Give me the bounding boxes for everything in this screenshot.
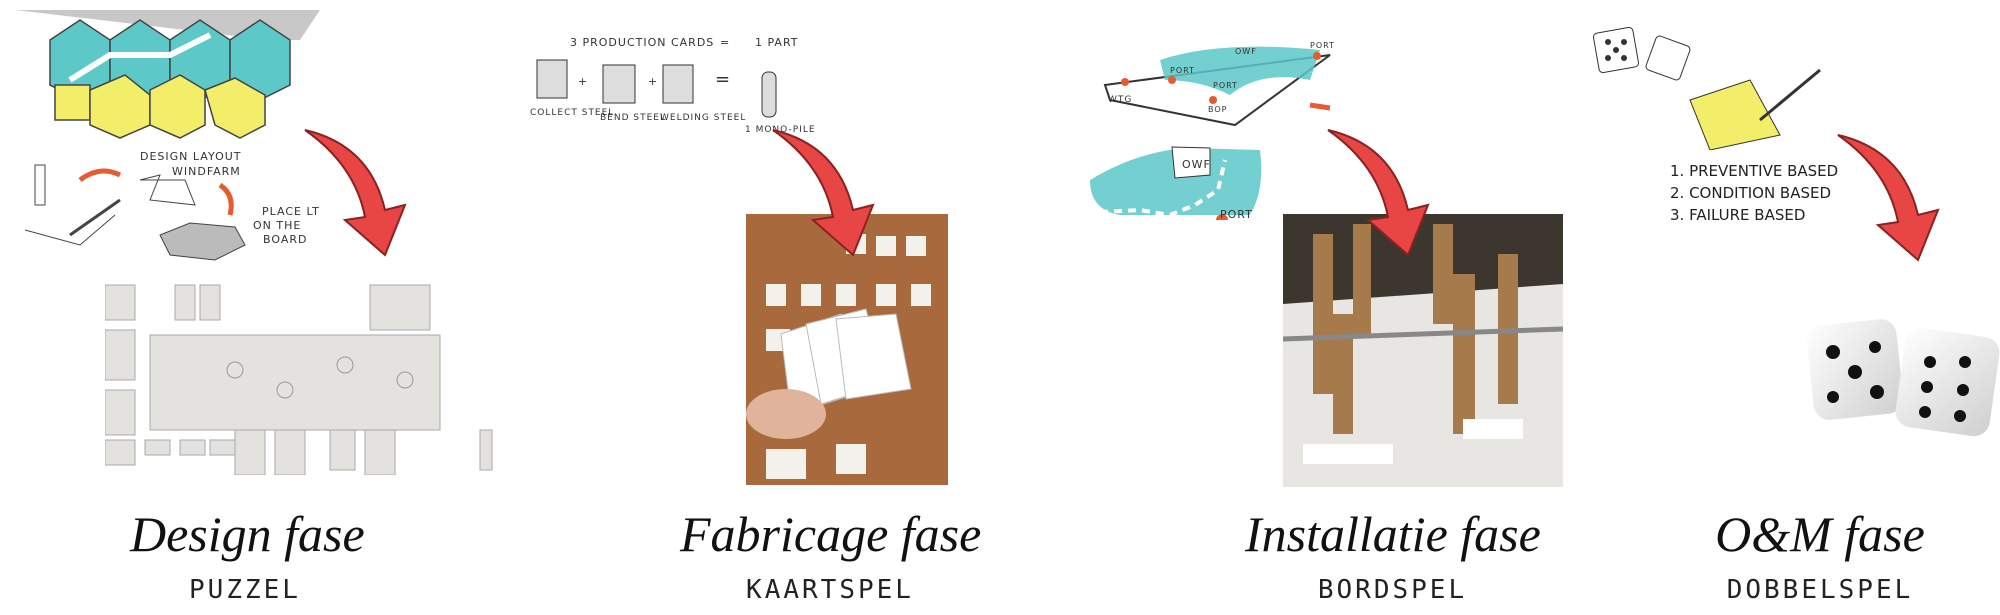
red-arrow-icon bbox=[1327, 129, 1430, 257]
list-item: 3. FAILURE BASED bbox=[1670, 206, 1806, 224]
phase-subtitle-design: PUZZEL bbox=[189, 575, 301, 605]
red-arrow-icon bbox=[304, 129, 407, 257]
phase-title-om: O&M fase bbox=[1715, 506, 1925, 562]
list-item: 2. CONDITION BASED bbox=[1670, 184, 1832, 202]
red-arrow-icon bbox=[1837, 134, 1940, 262]
phase-title-design: Design fase bbox=[130, 506, 365, 562]
maintenance-strategies-list: 1. PREVENTIVE BASED 2. CONDITION BASED 3… bbox=[1670, 160, 1838, 226]
puzzle-pieces-photo bbox=[105, 284, 493, 475]
sketch-label: BEND STEEL bbox=[600, 113, 666, 123]
hexagon-puzzle-sketch bbox=[15, 10, 320, 139]
dice-photo bbox=[1806, 319, 2000, 437]
sketch-label: PLACE LT bbox=[262, 205, 320, 218]
phase-subtitle-installatie: BORDSPEL bbox=[1317, 575, 1468, 605]
sketch-label: 1 PART bbox=[755, 36, 799, 49]
sketch-label: 1 MONO-PILE bbox=[745, 125, 816, 135]
svg-text:+: + bbox=[578, 75, 588, 88]
sketch-label: OWF bbox=[1235, 47, 1257, 56]
sketch-label: OWF bbox=[1182, 158, 1211, 171]
red-arrow-icon bbox=[772, 129, 875, 257]
sketch-label: PORT bbox=[1170, 66, 1195, 75]
sketch-label: PORT bbox=[1213, 81, 1238, 90]
sketch-label: = bbox=[720, 36, 730, 49]
sketch-label: COLLECT STEEL bbox=[530, 108, 614, 118]
sketch-label: DESIGN LAYOUT bbox=[140, 150, 242, 163]
sketch-label: PORT bbox=[1220, 208, 1253, 220]
list-item: 1. PREVENTIVE BASED bbox=[1670, 162, 1839, 180]
svg-text:=: = bbox=[715, 69, 731, 90]
card-game-photo bbox=[746, 214, 948, 485]
svg-text:+: + bbox=[648, 75, 658, 88]
sketch-label: BOARD bbox=[263, 233, 308, 246]
sketch-label: WELDING STEEL bbox=[660, 113, 746, 123]
phase-subtitle-om: DOBBELSPEL bbox=[1726, 575, 1914, 605]
sketch-label: 3 PRODUCTION CARDS bbox=[570, 36, 714, 49]
map-board-sketch: PORT PORT PORT OWF WTG BOP OWF PORT bbox=[1090, 41, 1335, 220]
board-game-photo bbox=[1283, 214, 1563, 487]
design-process-sketch bbox=[24, 164, 246, 261]
sketch-label: BOP bbox=[1208, 105, 1227, 114]
phase-title-fabricage: Fabricage fase bbox=[680, 506, 982, 562]
sketch-label: PORT bbox=[1310, 41, 1335, 50]
production-cards-sketch: 3 PRODUCTION CARDS = 1 PART + + = COLLECT… bbox=[530, 36, 816, 135]
om-sketch bbox=[1592, 26, 1821, 150]
sketch-label: ON THE bbox=[253, 219, 302, 232]
sketch-label: WTG bbox=[1108, 95, 1132, 105]
phase-title-installatie: Installatie fase bbox=[1245, 506, 1541, 562]
phase-subtitle-fabricage: KAARTSPEL bbox=[746, 575, 914, 605]
sketch-label: WINDFARM bbox=[172, 165, 241, 178]
